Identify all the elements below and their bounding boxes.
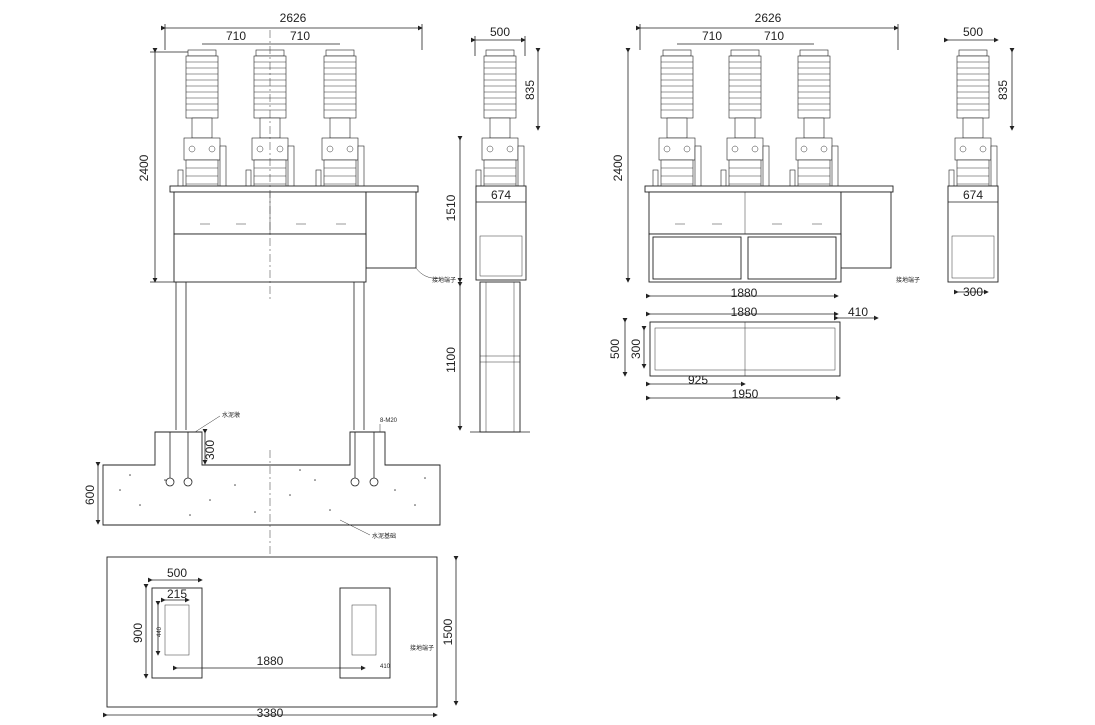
dim-r-pole-spacing-1: 710	[702, 29, 722, 43]
left-front-view: 2626 710 710 2400	[137, 11, 456, 430]
dim-r-base-width: 1880	[731, 286, 758, 300]
dim-plan-small: 410	[380, 664, 391, 670]
support-column	[479, 281, 521, 433]
dim-total-width: 2626	[280, 11, 307, 25]
dim-base-height: 500	[608, 339, 622, 359]
right-front-view: 2626 710 710 2400 接地端子 1880	[611, 11, 920, 300]
dim-pad-height: 900	[131, 623, 145, 643]
dim-rs-top-width: 500	[963, 25, 983, 39]
dim-pole-spacing-2: 710	[290, 29, 310, 43]
dim-pedestal-height: 300	[203, 440, 217, 460]
dim-rs-cabinet-width: 674	[963, 188, 983, 202]
dim-bushing-height: 835	[523, 80, 537, 100]
label-concrete: 水泥基础	[372, 532, 396, 540]
dim-inner-width: 215	[167, 587, 187, 601]
dim-r-total-height: 2400	[611, 154, 625, 181]
dim-pole-spacing-1: 710	[226, 29, 246, 43]
dim-base-inner-height: 300	[629, 339, 643, 359]
foundation-section: 水泥墩 8-M20 水泥基础 600 300	[83, 411, 441, 555]
label-anchor: 水泥墩	[222, 411, 240, 419]
dim-rs-bushing-height: 835	[996, 80, 1010, 100]
dim-base-half: 925	[688, 373, 708, 387]
grounding-label-right: 接地端子	[896, 276, 920, 284]
concrete-foundation	[102, 431, 441, 526]
side-door	[365, 191, 417, 269]
dim-support-height: 1100	[444, 347, 458, 373]
label-bolts: 8-M20	[380, 418, 398, 424]
dim-r-pole-spacing-2: 710	[764, 29, 784, 43]
foundation-plan: 500 215 900 440 1880 410 3380 1500 接地端子	[103, 556, 459, 720]
dim-foundation-depth: 600	[83, 485, 97, 505]
concrete-texture	[119, 469, 426, 516]
dim-total-height: 2400	[137, 154, 151, 181]
dim-inner-height: 440	[157, 626, 163, 637]
base-plan: 1880 410 500 300 925 1950	[608, 305, 879, 401]
left-side-view: 500 835 674 1510 1100	[444, 25, 541, 433]
dim-rs-base-width: 300	[963, 285, 983, 299]
grounding-label-left: 接地端子	[432, 276, 456, 284]
dim-base-side: 410	[848, 305, 868, 319]
dim-side-cabinet-width: 674	[491, 188, 511, 202]
right-side-view: 500 835 674 300	[944, 25, 1015, 299]
pad-right	[339, 587, 391, 679]
dim-base-inner-length: 1880	[731, 305, 758, 319]
dim-r-total-width: 2626	[755, 11, 782, 25]
dim-plan-depth: 1500	[441, 618, 455, 645]
dim-base-total: 1950	[732, 387, 759, 401]
dim-cabinet-height: 1510	[444, 194, 458, 221]
dim-pad-spacing: 1880	[257, 654, 284, 668]
dim-pad-width: 500	[167, 566, 187, 580]
dim-plan-length: 3380	[257, 706, 284, 720]
grounding-label-plan: 接地端子	[410, 644, 434, 652]
dim-side-top-width: 500	[490, 25, 510, 39]
